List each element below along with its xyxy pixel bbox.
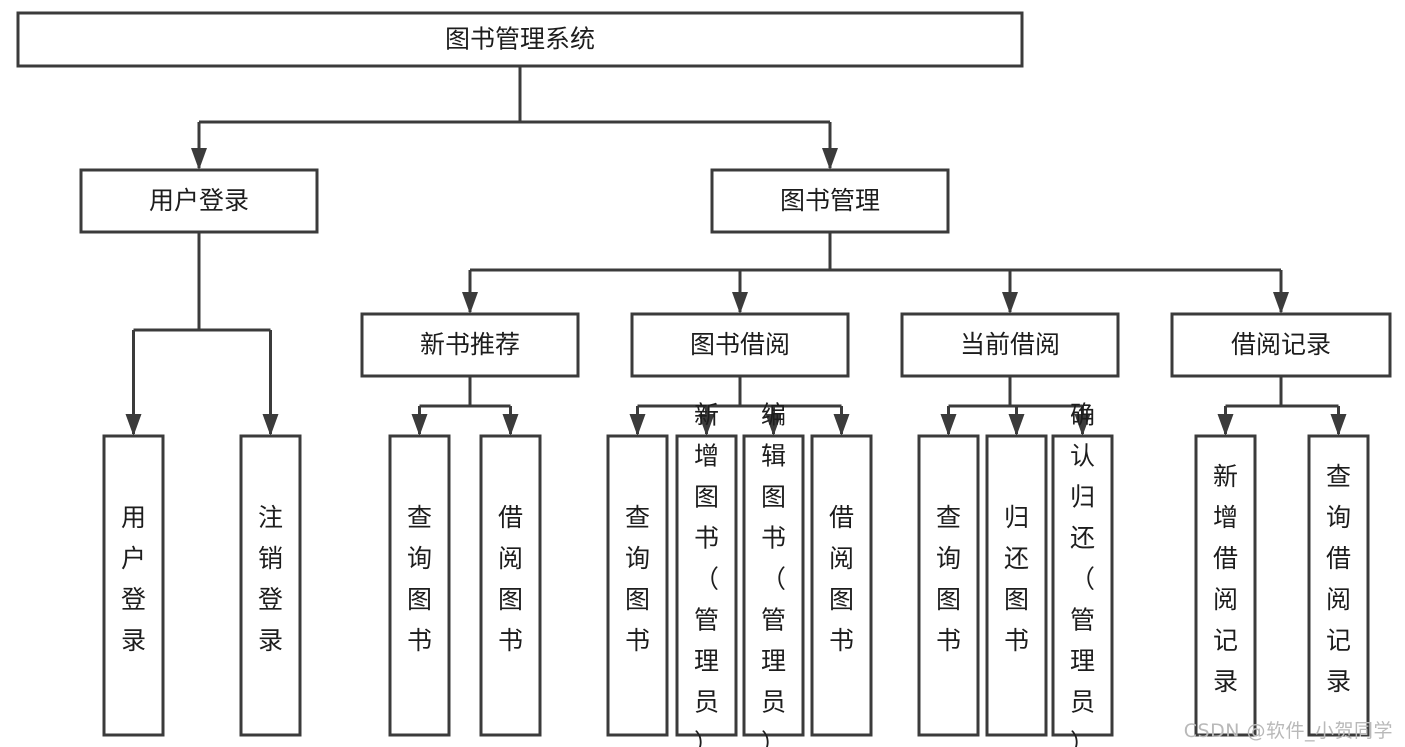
node-book-borrow-rect	[630, 312, 850, 378]
arrow-head-icon	[411, 414, 428, 436]
node-root-label: 图书管理系统	[445, 25, 595, 54]
arrow-head-icon	[125, 414, 142, 436]
arrow-head-icon	[629, 414, 646, 436]
arrow-head-icon	[765, 414, 782, 436]
arrow-head-icon	[191, 148, 207, 170]
leaf-edit-book[interactable]: 编辑图书（管理员）	[742, 401, 805, 747]
leaf-borrow-book-2[interactable]: 借阅图书	[810, 434, 873, 737]
leaf-return-book[interactable]: 归还图书	[985, 434, 1048, 737]
arrow-head-icon	[502, 414, 519, 436]
leaf-add-book-label: 新增图书（管理员）	[694, 401, 719, 747]
arrow-head-icon	[262, 414, 279, 436]
leaf-query-book-1-rect	[388, 434, 451, 737]
arrow-head-icon	[1002, 292, 1018, 314]
leaf-borrow-book-1-rect	[479, 434, 542, 737]
leaf-add-record-rect	[1194, 434, 1257, 737]
arrow-head-icon	[833, 414, 850, 436]
node-book-borrow-label: 图书借阅	[690, 330, 790, 359]
leaf-borrow-book-1[interactable]: 借阅图书	[479, 434, 542, 737]
node-borrow-record[interactable]: 借阅记录	[1170, 312, 1392, 378]
node-new-book-rec[interactable]: 新书推荐	[360, 312, 580, 378]
leaf-query-book-2-rect	[606, 434, 669, 737]
leaf-user-logout[interactable]: 注销登录	[239, 434, 302, 737]
leaf-query-record-rect	[1307, 434, 1370, 737]
node-root-rect	[16, 11, 1024, 68]
node-current-borrow-label: 当前借阅	[960, 330, 1060, 359]
leaf-user-logout-label: 注销登录	[258, 503, 283, 655]
leaf-user-login[interactable]: 用户登录	[102, 434, 165, 737]
csdn-watermark: CSDN @软件_小贺同学	[1183, 720, 1393, 742]
leaf-confirm-return-rect	[1051, 434, 1114, 737]
leaf-user-logout-rect	[239, 434, 302, 737]
arrow-head-icon	[1330, 414, 1347, 436]
leaf-add-book-rect	[675, 434, 738, 737]
leaf-return-book-label: 归还图书	[1004, 503, 1029, 655]
node-new-book-rec-rect	[360, 312, 580, 378]
node-book-borrow[interactable]: 图书借阅	[630, 312, 850, 378]
leaf-confirm-return-label: 确认归还（管理员）	[1070, 401, 1095, 747]
leaf-add-record-label: 新增借阅记录	[1213, 462, 1238, 696]
arrow-head-icon	[732, 292, 748, 314]
leaf-edit-book-rect	[742, 434, 805, 737]
arrow-head-icon	[940, 414, 957, 436]
node-user-login[interactable]: 用户登录	[79, 168, 319, 234]
leaf-add-book[interactable]: 新增图书（管理员）	[675, 401, 738, 747]
leaf-query-book-3-label: 查询图书	[936, 503, 961, 655]
arrow-head-icon	[1217, 414, 1234, 436]
leaf-confirm-return[interactable]: 确认归还（管理员）	[1051, 401, 1114, 747]
leaf-query-book-1[interactable]: 查询图书	[388, 434, 451, 737]
node-book-manage-rect	[710, 168, 950, 234]
leaf-query-book-2[interactable]: 查询图书	[606, 434, 669, 737]
leaf-add-record[interactable]: 新增借阅记录	[1194, 434, 1257, 737]
leaf-query-record-label: 查询借阅记录	[1326, 462, 1351, 696]
leaf-user-login-rect	[102, 434, 165, 737]
leaf-user-login-label: 用户登录	[121, 503, 146, 655]
node-borrow-record-rect	[1170, 312, 1392, 378]
leaf-query-book-2-label: 查询图书	[625, 503, 650, 655]
node-user-login-rect	[79, 168, 319, 234]
leaf-query-book-1-label: 查询图书	[407, 503, 432, 655]
leaf-query-record[interactable]: 查询借阅记录	[1307, 434, 1370, 737]
arrow-head-icon	[462, 292, 478, 314]
leaf-query-book-3-rect	[917, 434, 980, 737]
arrow-head-icon	[698, 414, 715, 436]
node-layer: 图书管理系统用户登录图书管理新书推荐图书借阅当前借阅借阅记录用户登录注销登录查询…	[16, 11, 1392, 747]
node-root[interactable]: 图书管理系统	[16, 11, 1024, 68]
connector-layer	[125, 66, 1347, 436]
arrow-head-icon	[822, 148, 838, 170]
node-new-book-rec-label: 新书推荐	[420, 330, 520, 359]
node-user-login-label: 用户登录	[149, 186, 249, 215]
leaf-return-book-rect	[985, 434, 1048, 737]
leaf-edit-book-label: 编辑图书（管理员）	[761, 401, 786, 747]
node-current-borrow[interactable]: 当前借阅	[900, 312, 1120, 378]
leaf-borrow-book-1-label: 借阅图书	[498, 503, 523, 655]
leaf-borrow-book-2-label: 借阅图书	[829, 503, 854, 655]
arrow-head-icon	[1074, 414, 1091, 436]
leaf-query-book-3[interactable]: 查询图书	[917, 434, 980, 737]
leaf-borrow-book-2-rect	[810, 434, 873, 737]
node-current-borrow-rect	[900, 312, 1120, 378]
arrow-head-icon	[1008, 414, 1025, 436]
node-borrow-record-label: 借阅记录	[1231, 330, 1331, 359]
node-book-manage-label: 图书管理	[780, 186, 880, 215]
node-book-manage[interactable]: 图书管理	[710, 168, 950, 234]
arrow-head-icon	[1273, 292, 1289, 314]
